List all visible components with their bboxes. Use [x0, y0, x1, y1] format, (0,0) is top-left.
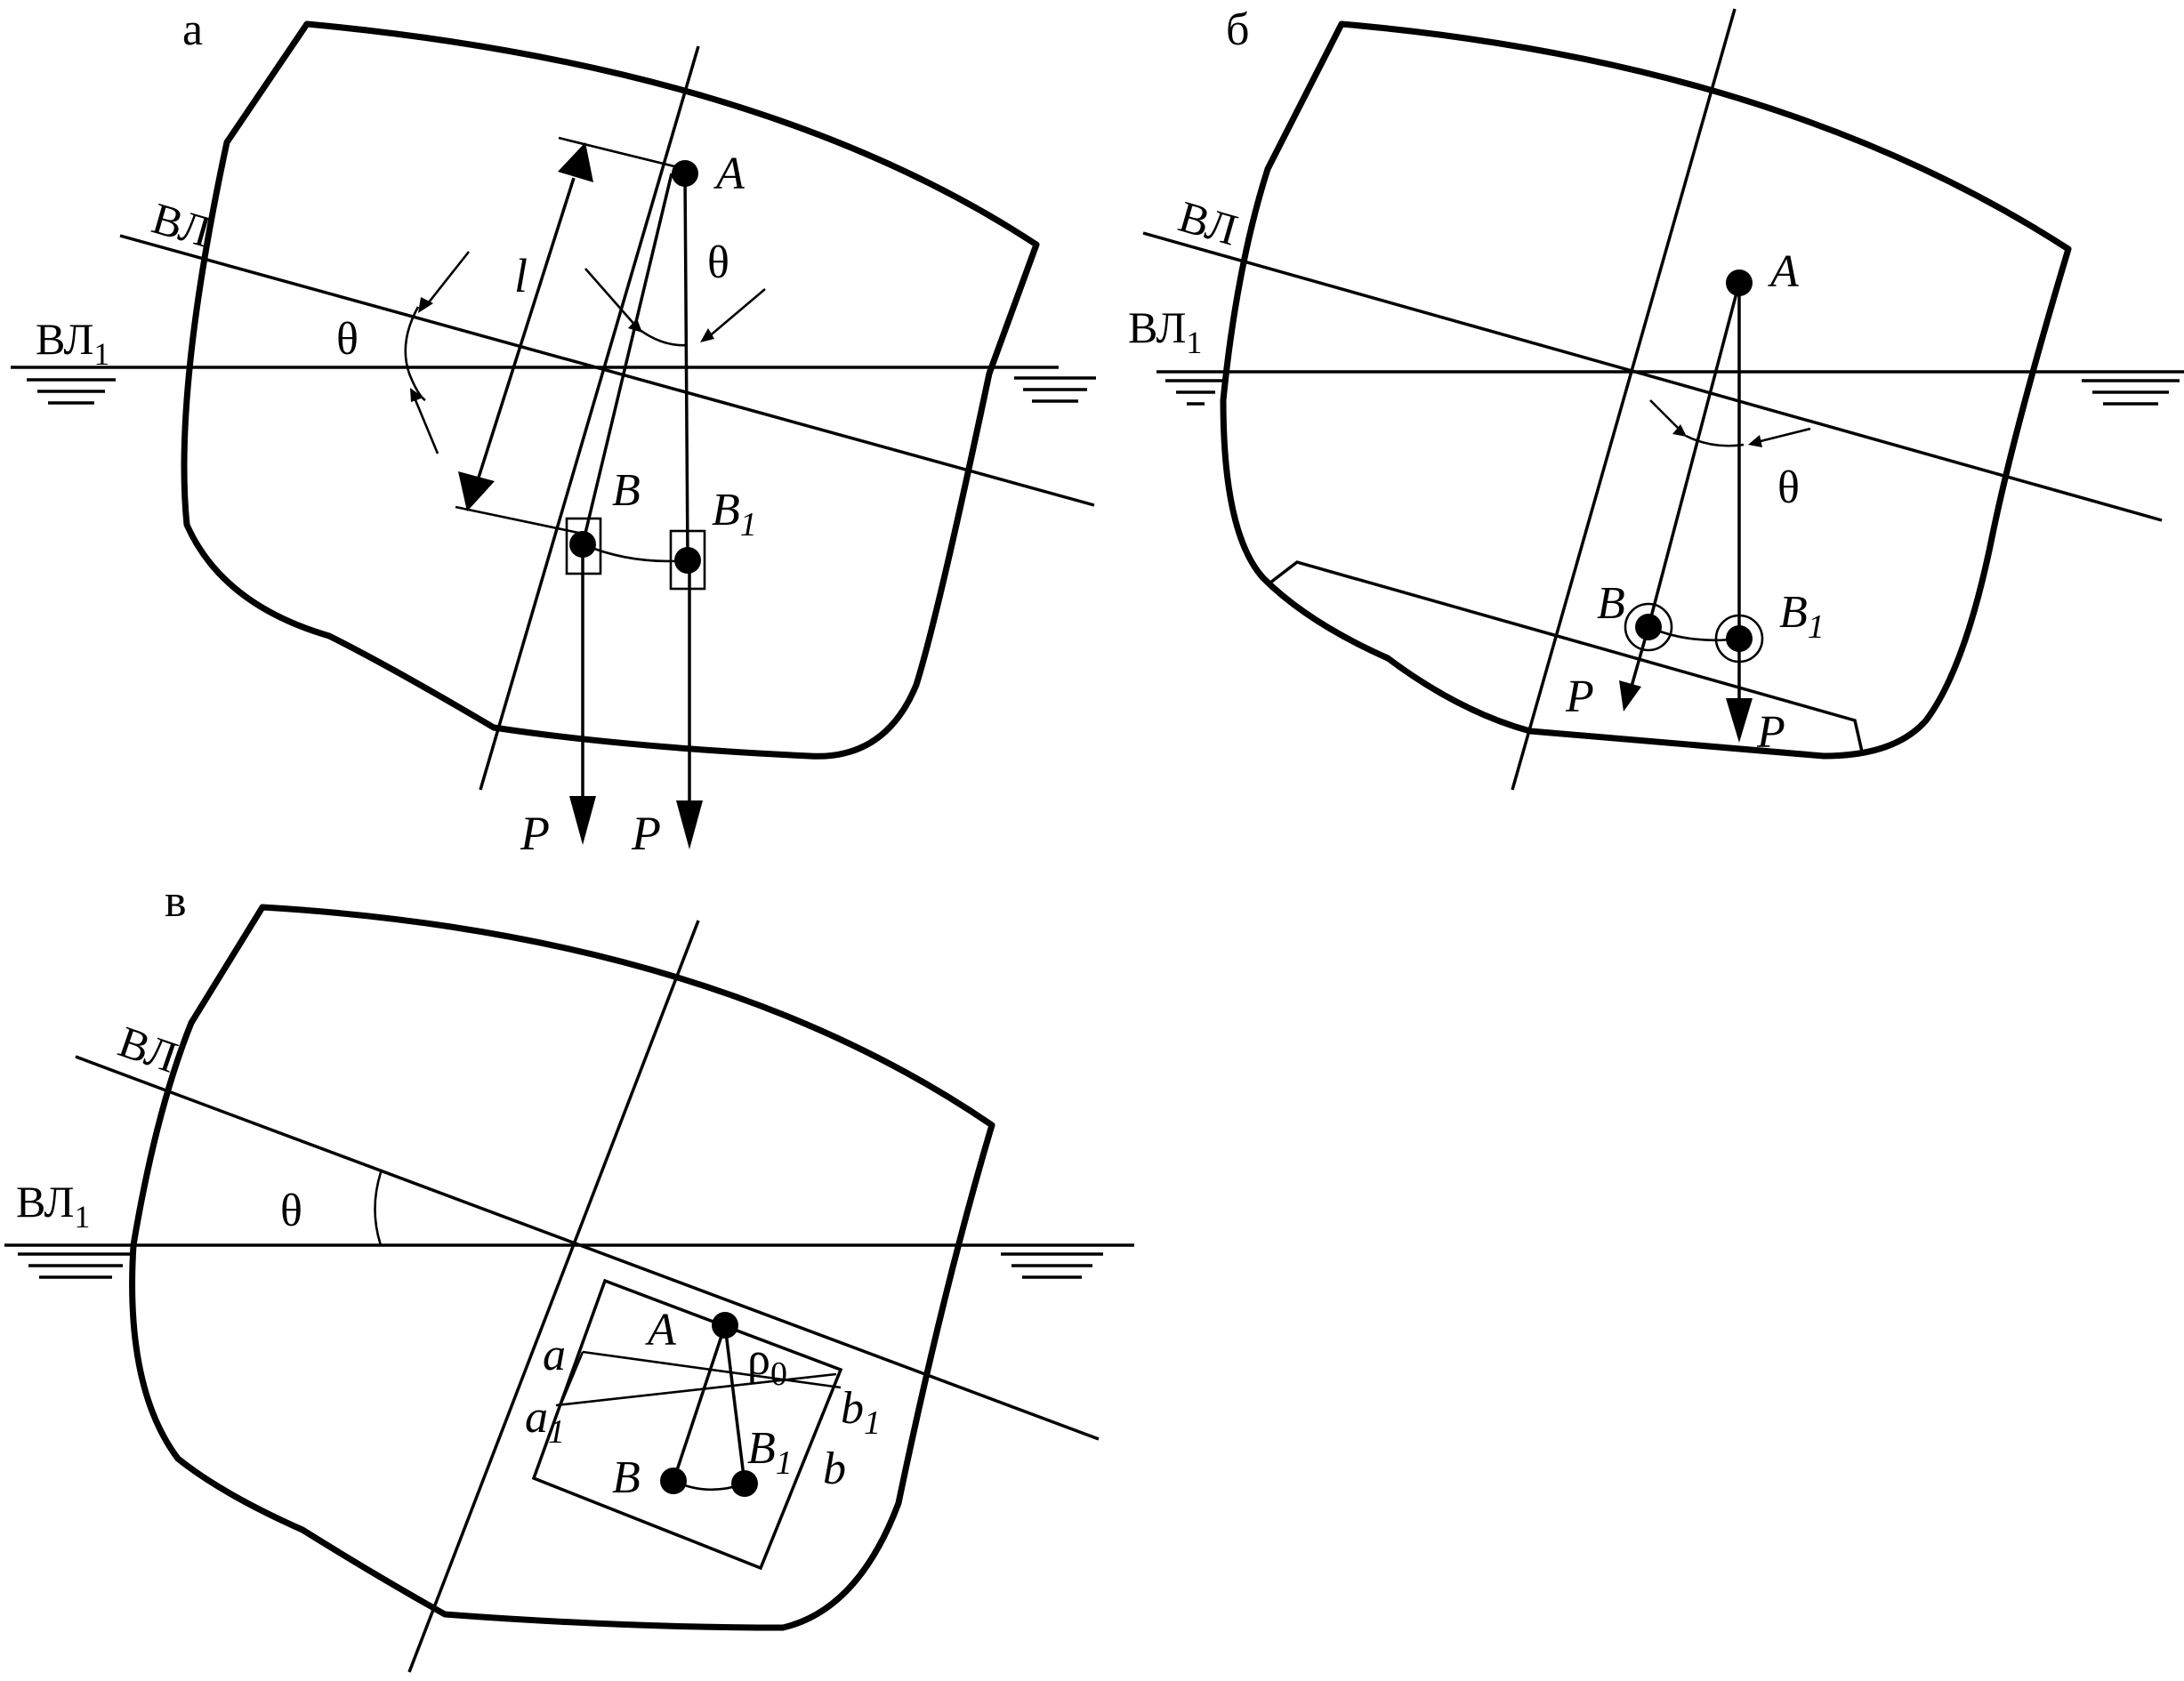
panel-a-waterline-wl: [119, 234, 1095, 507]
panel-a-box-b1: [669, 529, 706, 591]
panel-a-force-1-arrow: [569, 796, 596, 845]
panel-a-point-b: [569, 531, 596, 558]
panel-a-theta-pointer-right-2: [706, 288, 766, 339]
panel-b-force-1-arrow: [1619, 680, 1641, 712]
panel-a-length-dimension: [476, 177, 576, 481]
panel-c-waterline-wl: [75, 1055, 1100, 1441]
panel-b-label: б: [1226, 4, 1249, 55]
panel-a-hull: [181, 20, 1040, 760]
panel-a-theta-right-label: θ: [707, 237, 729, 288]
panel-c-water-symbol-right: [1001, 1252, 1103, 1279]
panel-c-line-a-b: [672, 1324, 727, 1482]
panel-b-point-a: [1726, 269, 1753, 296]
panel-a-point-b1-label: B1: [712, 485, 757, 543]
panel-c-corner-a-label: a: [543, 1330, 566, 1380]
panel-c-corner-a1-label: a1: [525, 1392, 565, 1451]
panel-a-theta-pointer-lower-head: [410, 388, 423, 402]
panel-b-water-symbol-left: [1165, 379, 1226, 406]
panel-a-force-1-label: P: [520, 807, 550, 860]
panel-b-point-a-label: A: [1768, 246, 1799, 297]
panel-a-label: а: [182, 4, 203, 55]
panel-b-theta-pointer-2-head: [1748, 435, 1762, 447]
panel-b-bilge-line: [1269, 560, 1864, 752]
panel-c-label: в: [165, 876, 187, 927]
panel-a-pendulum-vertical: [683, 173, 689, 559]
panel-b-hull: [1220, 20, 2072, 760]
panel-a-length-arrow-top: [558, 142, 593, 182]
panel-b-point-b: [1635, 614, 1662, 640]
panel-b-theta-pointer-2: [1756, 427, 1811, 444]
panel-b-point-b1-label: B1: [1779, 587, 1825, 646]
panel-c-level-a1b1: [555, 1372, 837, 1407]
panel-c-point-b: [660, 1468, 687, 1494]
panel-c-wl1-label: ВЛ1: [16, 1177, 90, 1235]
panel-c-point-b1: [731, 1470, 758, 1497]
panel-b-water-symbol-right: [2082, 379, 2180, 406]
panel-a-extension-bottom: [455, 505, 584, 535]
panel-c-tank: [531, 1278, 843, 1571]
panel-c-corner-b-label: b: [823, 1444, 846, 1494]
panel-a-theta-pointer-lower: [412, 395, 439, 454]
panel-a-water-symbol-right: [1014, 376, 1096, 403]
panel-b-theta-pointer-1-head: [1672, 424, 1687, 437]
panel-b-force-2-arrow: [1726, 698, 1753, 743]
panel-a-theta-arc-right: [638, 327, 689, 347]
panel-a-force-2-arrow: [676, 800, 703, 849]
panel-a-pendulum-tilted: [581, 173, 673, 545]
panel-a-wl1-label: ВЛ1: [36, 314, 109, 372]
panel-a-length-label: l: [514, 249, 528, 302]
panel-b-buoyancy-curve: [1648, 625, 1740, 642]
panel-b-force-2-label: P: [1756, 707, 1785, 758]
panel-a-theta-pointer-upper-head: [418, 297, 433, 313]
panel-c-theta-label: θ: [280, 1186, 302, 1236]
panel-a-length-arrow-bottom: [458, 471, 495, 511]
panel-c-point-b-label: B: [612, 1452, 641, 1503]
panel-c-line-a-b1: [723, 1324, 746, 1484]
panel-c-rho-label: ρ0: [747, 1334, 787, 1393]
panel-b: б ВЛ: [1128, 4, 2184, 791]
panel-a-theta-left-label: θ: [336, 314, 359, 365]
panel-b-ring-b: [1624, 602, 1673, 652]
panel-a-force-2-label: P: [631, 807, 661, 860]
panel-b-centerline: [1511, 8, 1737, 791]
panel-c-centerline: [407, 920, 700, 1673]
panel-a-theta-pointer-right-1-head: [628, 318, 642, 333]
panel-b-theta-pointer-1: [1649, 399, 1682, 432]
panel-c-corner-b1-label: b1: [841, 1383, 881, 1442]
panel-b-wl1-label: ВЛ1: [1128, 302, 1202, 360]
panel-b-point-b1: [1726, 625, 1753, 652]
panel-b-force-1-label: P: [1565, 672, 1594, 722]
panel-c-point-a-label: A: [645, 1305, 676, 1355]
panel-c-hull: [129, 904, 995, 1631]
panel-a-theta-pointer-upper: [423, 251, 471, 308]
panel-a-point-a-label: A: [713, 149, 745, 199]
panel-a-point-a: [672, 160, 698, 187]
panel-c-theta-arc: [374, 1171, 383, 1246]
panel-a: а: [11, 4, 1096, 860]
panel-a-extension-top: [558, 136, 686, 171]
panel-b-theta-label: θ: [1777, 462, 1800, 513]
panel-c-point-b1-label: B1: [747, 1423, 793, 1482]
panel-b-point-b-label: B: [1597, 578, 1625, 629]
panel-a-centerline: [479, 45, 700, 791]
panel-a-theta-pointer-right-1: [584, 268, 638, 328]
panel-b-pendulum-tilted: [1647, 282, 1741, 628]
panel-c: в ВЛ ВЛ1 θ A ρ0 B B1: [4, 876, 1134, 1673]
panel-a-point-b-label: B: [612, 465, 641, 516]
panel-c-point-a: [712, 1312, 738, 1339]
panel-b-theta-arc: [1685, 434, 1745, 447]
panel-c-water-symbol-left: [18, 1252, 133, 1279]
panel-c-level-left-edge: [559, 1351, 584, 1406]
panel-a-point-b1: [674, 547, 701, 574]
panel-a-water-symbol-left: [27, 378, 116, 405]
panel-a-theta-pointer-right-2-head: [700, 328, 714, 342]
panel-b-waterline-wl: [1142, 231, 2163, 522]
